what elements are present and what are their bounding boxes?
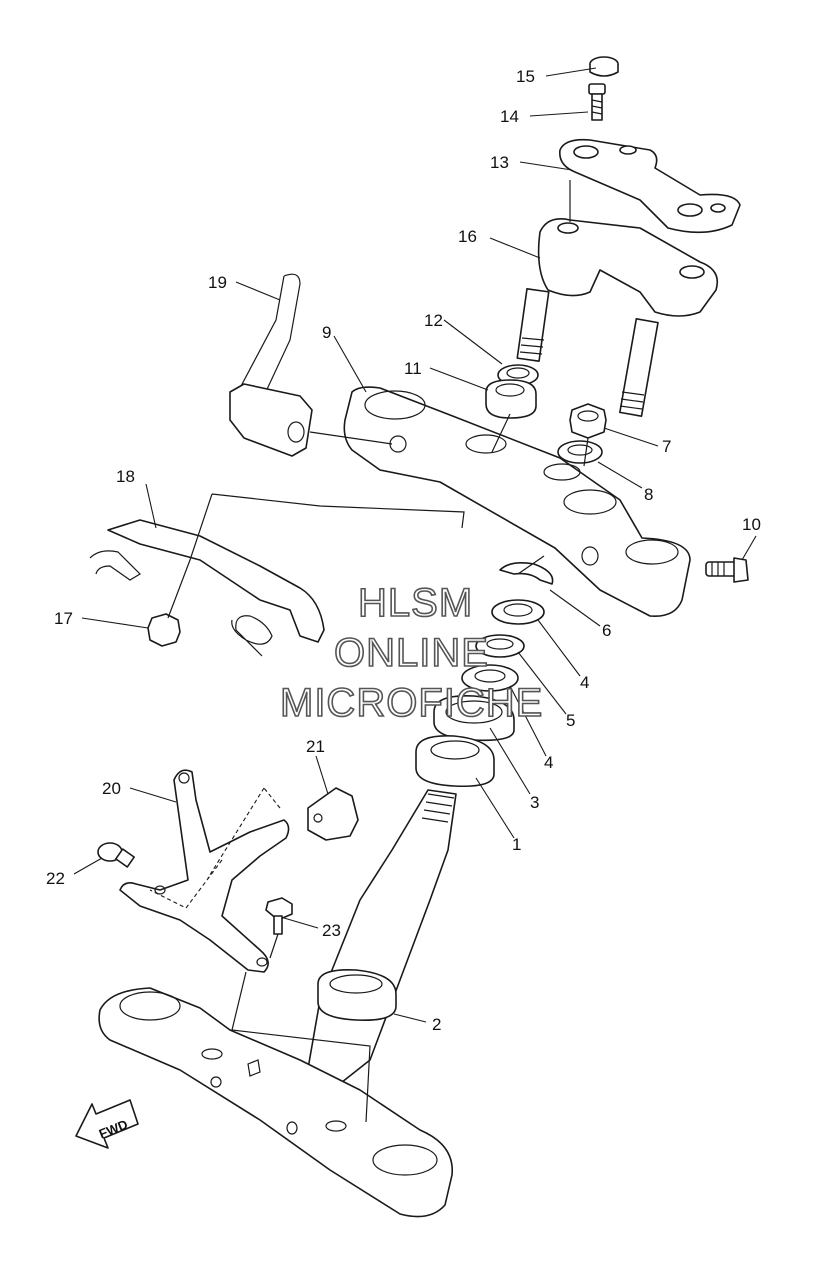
watermark: HLSM ONLINE MICROFICHE: [279, 580, 543, 726]
bolt-22: [97, 842, 135, 868]
callout-18: 18: [116, 467, 135, 486]
callout-5: 5: [566, 711, 575, 730]
callout-11: 11: [404, 359, 422, 378]
bearing-1: [415, 735, 495, 788]
leader-lines: [73, 67, 757, 1023]
alignment-line-b: [207, 787, 265, 879]
lower-holder-16: [516, 218, 719, 417]
nut-17: [147, 613, 181, 647]
callout-2: 2: [432, 1015, 441, 1034]
reference-line-nut: [583, 437, 589, 467]
damper-11: [485, 379, 537, 419]
watermark-line-2: ONLINE: [334, 631, 489, 675]
lock-washer-6: [499, 562, 554, 585]
callout-10: 10: [742, 515, 761, 534]
reference-line-guide: [309, 431, 393, 445]
cable-holder-18: [89, 519, 325, 657]
ring-nut-4-lower: [461, 664, 519, 692]
callout-4-lower: 4: [544, 753, 553, 772]
callout-21: 21: [306, 737, 325, 756]
fwd-arrow: FWD: [75, 1099, 139, 1149]
reference-line-stem: [517, 555, 545, 575]
callout-8: 8: [644, 485, 653, 504]
bracket-20: [119, 769, 290, 973]
callout-1: 1: [512, 835, 521, 854]
callout-22: 22: [46, 869, 65, 888]
callout-15: 15: [516, 67, 535, 86]
reference-line-bolt23: [269, 933, 279, 959]
callout-17: 17: [54, 609, 73, 628]
callout-19: 19: [208, 273, 227, 292]
bracket-21: [307, 787, 359, 841]
bolt-14: [588, 83, 606, 121]
alignment-line-c: [263, 787, 281, 809]
bolt-23: [265, 897, 293, 935]
callout-16: 16: [458, 227, 477, 246]
upper-holder-13: [558, 138, 741, 234]
washer-8: [557, 440, 603, 464]
reference-line-holder-18: [167, 493, 465, 619]
callout-13: 13: [490, 153, 509, 172]
callout-4-upper: 4: [580, 673, 589, 692]
alignment-line-a: [149, 859, 223, 909]
callout-3: 3: [530, 793, 539, 812]
cable-guide-19: [229, 273, 313, 457]
reference-line-washer: [491, 413, 511, 453]
lower-bracket: [98, 987, 453, 1218]
bolt-10: [705, 557, 749, 583]
callout-12: 12: [424, 311, 443, 330]
callout-23: 23: [322, 921, 341, 940]
bearing-2: [317, 968, 397, 1022]
nut-7: [569, 403, 607, 439]
watermark-line-1: HLSM: [358, 581, 473, 625]
callout-9: 9: [322, 323, 331, 342]
callout-7: 7: [662, 437, 671, 456]
washer-5: [475, 634, 525, 658]
ring-nut-4-upper: [491, 599, 545, 625]
callout-14: 14: [500, 107, 519, 126]
callout-6: 6: [602, 621, 611, 640]
cap-15: [589, 56, 619, 77]
reference-line-bracket: [231, 971, 371, 1123]
watermark-line-3: MICROFICHE: [280, 681, 543, 725]
upper-bracket-9: [343, 386, 691, 617]
callout-20: 20: [102, 779, 121, 798]
